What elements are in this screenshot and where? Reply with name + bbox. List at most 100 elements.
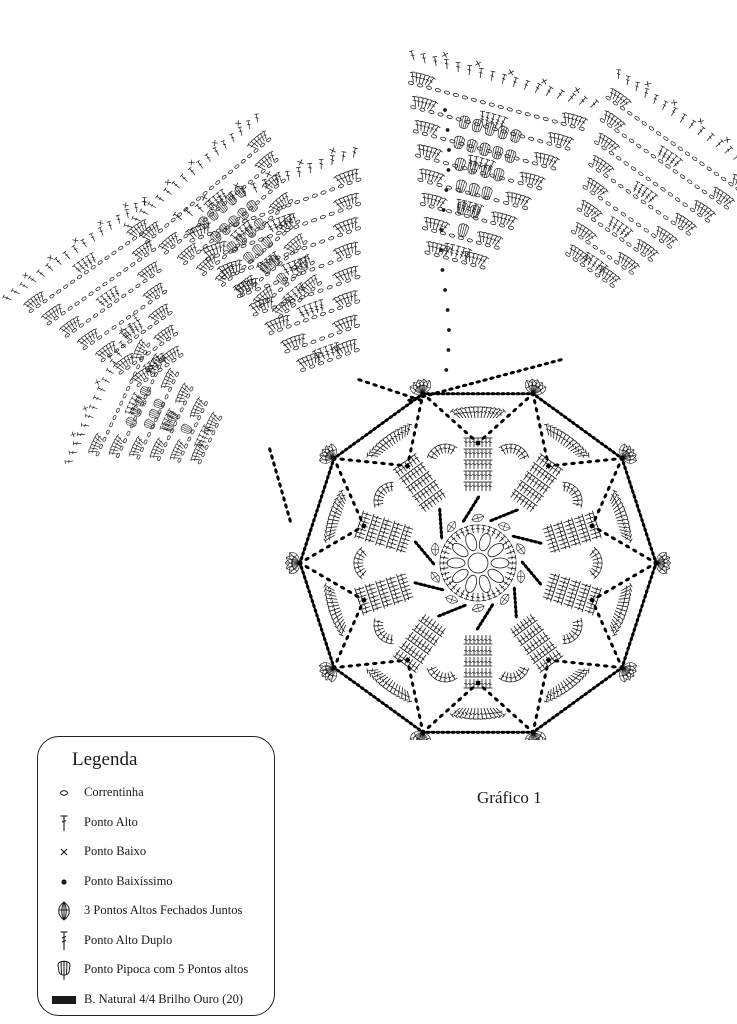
stitch-stem [611, 618, 620, 628]
stitch-stem [366, 535, 376, 539]
stitch-bar [354, 196, 358, 199]
popcorn-5-icon [480, 164, 492, 178]
stitch-bar [393, 688, 398, 691]
double-crochet-icon [617, 521, 630, 527]
chain-oval-icon [611, 665, 617, 669]
chain-oval-icon [652, 555, 657, 561]
stitch-stem [615, 514, 627, 519]
stitch-top [500, 212, 505, 215]
stitch-bar [622, 521, 625, 526]
chain-oval-icon [396, 659, 403, 663]
stitch-bar [414, 484, 419, 487]
stitch-stem [492, 235, 498, 245]
double-crochet-icon [606, 271, 615, 280]
stitch-top [358, 546, 363, 551]
stitch-bar [534, 655, 539, 658]
stitch-bar [476, 650, 480, 652]
popcorn-line [462, 116, 467, 129]
stitch-top [291, 259, 297, 263]
stitch-stem [369, 595, 379, 599]
stitch-bar [472, 712, 477, 716]
stitch-bar [332, 604, 334, 608]
chain-oval-icon [562, 462, 568, 466]
double-crochet-icon [427, 169, 433, 181]
double-crochet-icon [487, 668, 493, 678]
stitch-stem [680, 217, 686, 227]
stitch-bar [294, 267, 299, 269]
stitch-bar [451, 537, 456, 541]
chain-oval-icon [640, 603, 644, 609]
stitch-stem [539, 634, 546, 642]
stitch-bar [365, 512, 369, 516]
stitch-bar [601, 138, 605, 141]
stitch-top [563, 690, 569, 694]
chain-oval-icon [467, 144, 474, 149]
double-crochet-icon [408, 50, 415, 61]
stitch-top [392, 655, 398, 659]
stitch-stem [505, 444, 509, 454]
chain-oval-icon [605, 227, 611, 232]
stitch-stem [594, 184, 601, 193]
stitch-top [479, 157, 485, 160]
chain-oval-icon [632, 493, 637, 500]
stitch-bar [476, 661, 480, 663]
chain-oval-icon [347, 664, 354, 668]
chain-oval-icon [466, 238, 473, 243]
stitch-stem [591, 587, 601, 591]
stitch-stem [274, 319, 279, 329]
stitch-stem [589, 570, 597, 578]
stitch-stem [301, 358, 308, 367]
stitch-bar [432, 452, 436, 455]
stitch-stem [361, 606, 371, 610]
stitch-stem [394, 468, 401, 477]
stitch-stem [283, 215, 288, 228]
stitch-top [437, 679, 443, 683]
stitch-bar [528, 503, 532, 508]
popcorn-line [510, 151, 515, 163]
chain-oval-icon [299, 565, 304, 571]
stitch-top [443, 197, 448, 201]
stitch-bar [359, 569, 362, 573]
stitch-stem [499, 117, 506, 128]
stitch-bar [550, 465, 554, 470]
stitch-stem [342, 246, 348, 255]
double-crochet-icon [523, 470, 532, 481]
stitch-bar [468, 661, 472, 663]
stitch-top [361, 510, 364, 516]
stitch-stem [685, 222, 693, 230]
double-crochet-icon [368, 449, 381, 455]
stitch-bar [564, 545, 566, 550]
stitch-stem [586, 520, 596, 524]
stitch-stem [423, 474, 430, 483]
stitch-bar [316, 356, 321, 359]
stitch-top [479, 406, 486, 408]
stitch-bar [562, 537, 564, 542]
stitch-bar [460, 251, 465, 255]
stitch-bar [445, 545, 449, 550]
stitch-bar [491, 411, 495, 415]
chain-oval-icon [655, 210, 661, 215]
chain-oval-icon [318, 361, 325, 366]
stitch-bar [397, 599, 399, 604]
double-crochet-icon [467, 470, 473, 480]
chain-oval-icon [345, 278, 352, 283]
chain-oval-icon [305, 536, 310, 542]
stitch-stem [548, 545, 558, 549]
stitch-top [462, 199, 468, 202]
chain-oval-icon [533, 398, 537, 405]
stitch-top [620, 221, 625, 226]
stitch-bar [614, 146, 616, 150]
chain-oval-icon [252, 312, 259, 317]
stitch-stem [583, 202, 588, 212]
stitch-top [572, 637, 577, 642]
double-crochet-icon [547, 132, 553, 143]
stitch-top [358, 575, 363, 580]
chain-oval-icon [432, 402, 438, 407]
double-crochet-icon [421, 500, 430, 510]
center-ring [467, 552, 489, 574]
chain-oval-icon [624, 650, 629, 657]
stitch-stem [310, 354, 314, 365]
double-crochet-icon [414, 119, 420, 131]
stitch-bar [319, 163, 323, 165]
stitch-stem [476, 205, 483, 216]
